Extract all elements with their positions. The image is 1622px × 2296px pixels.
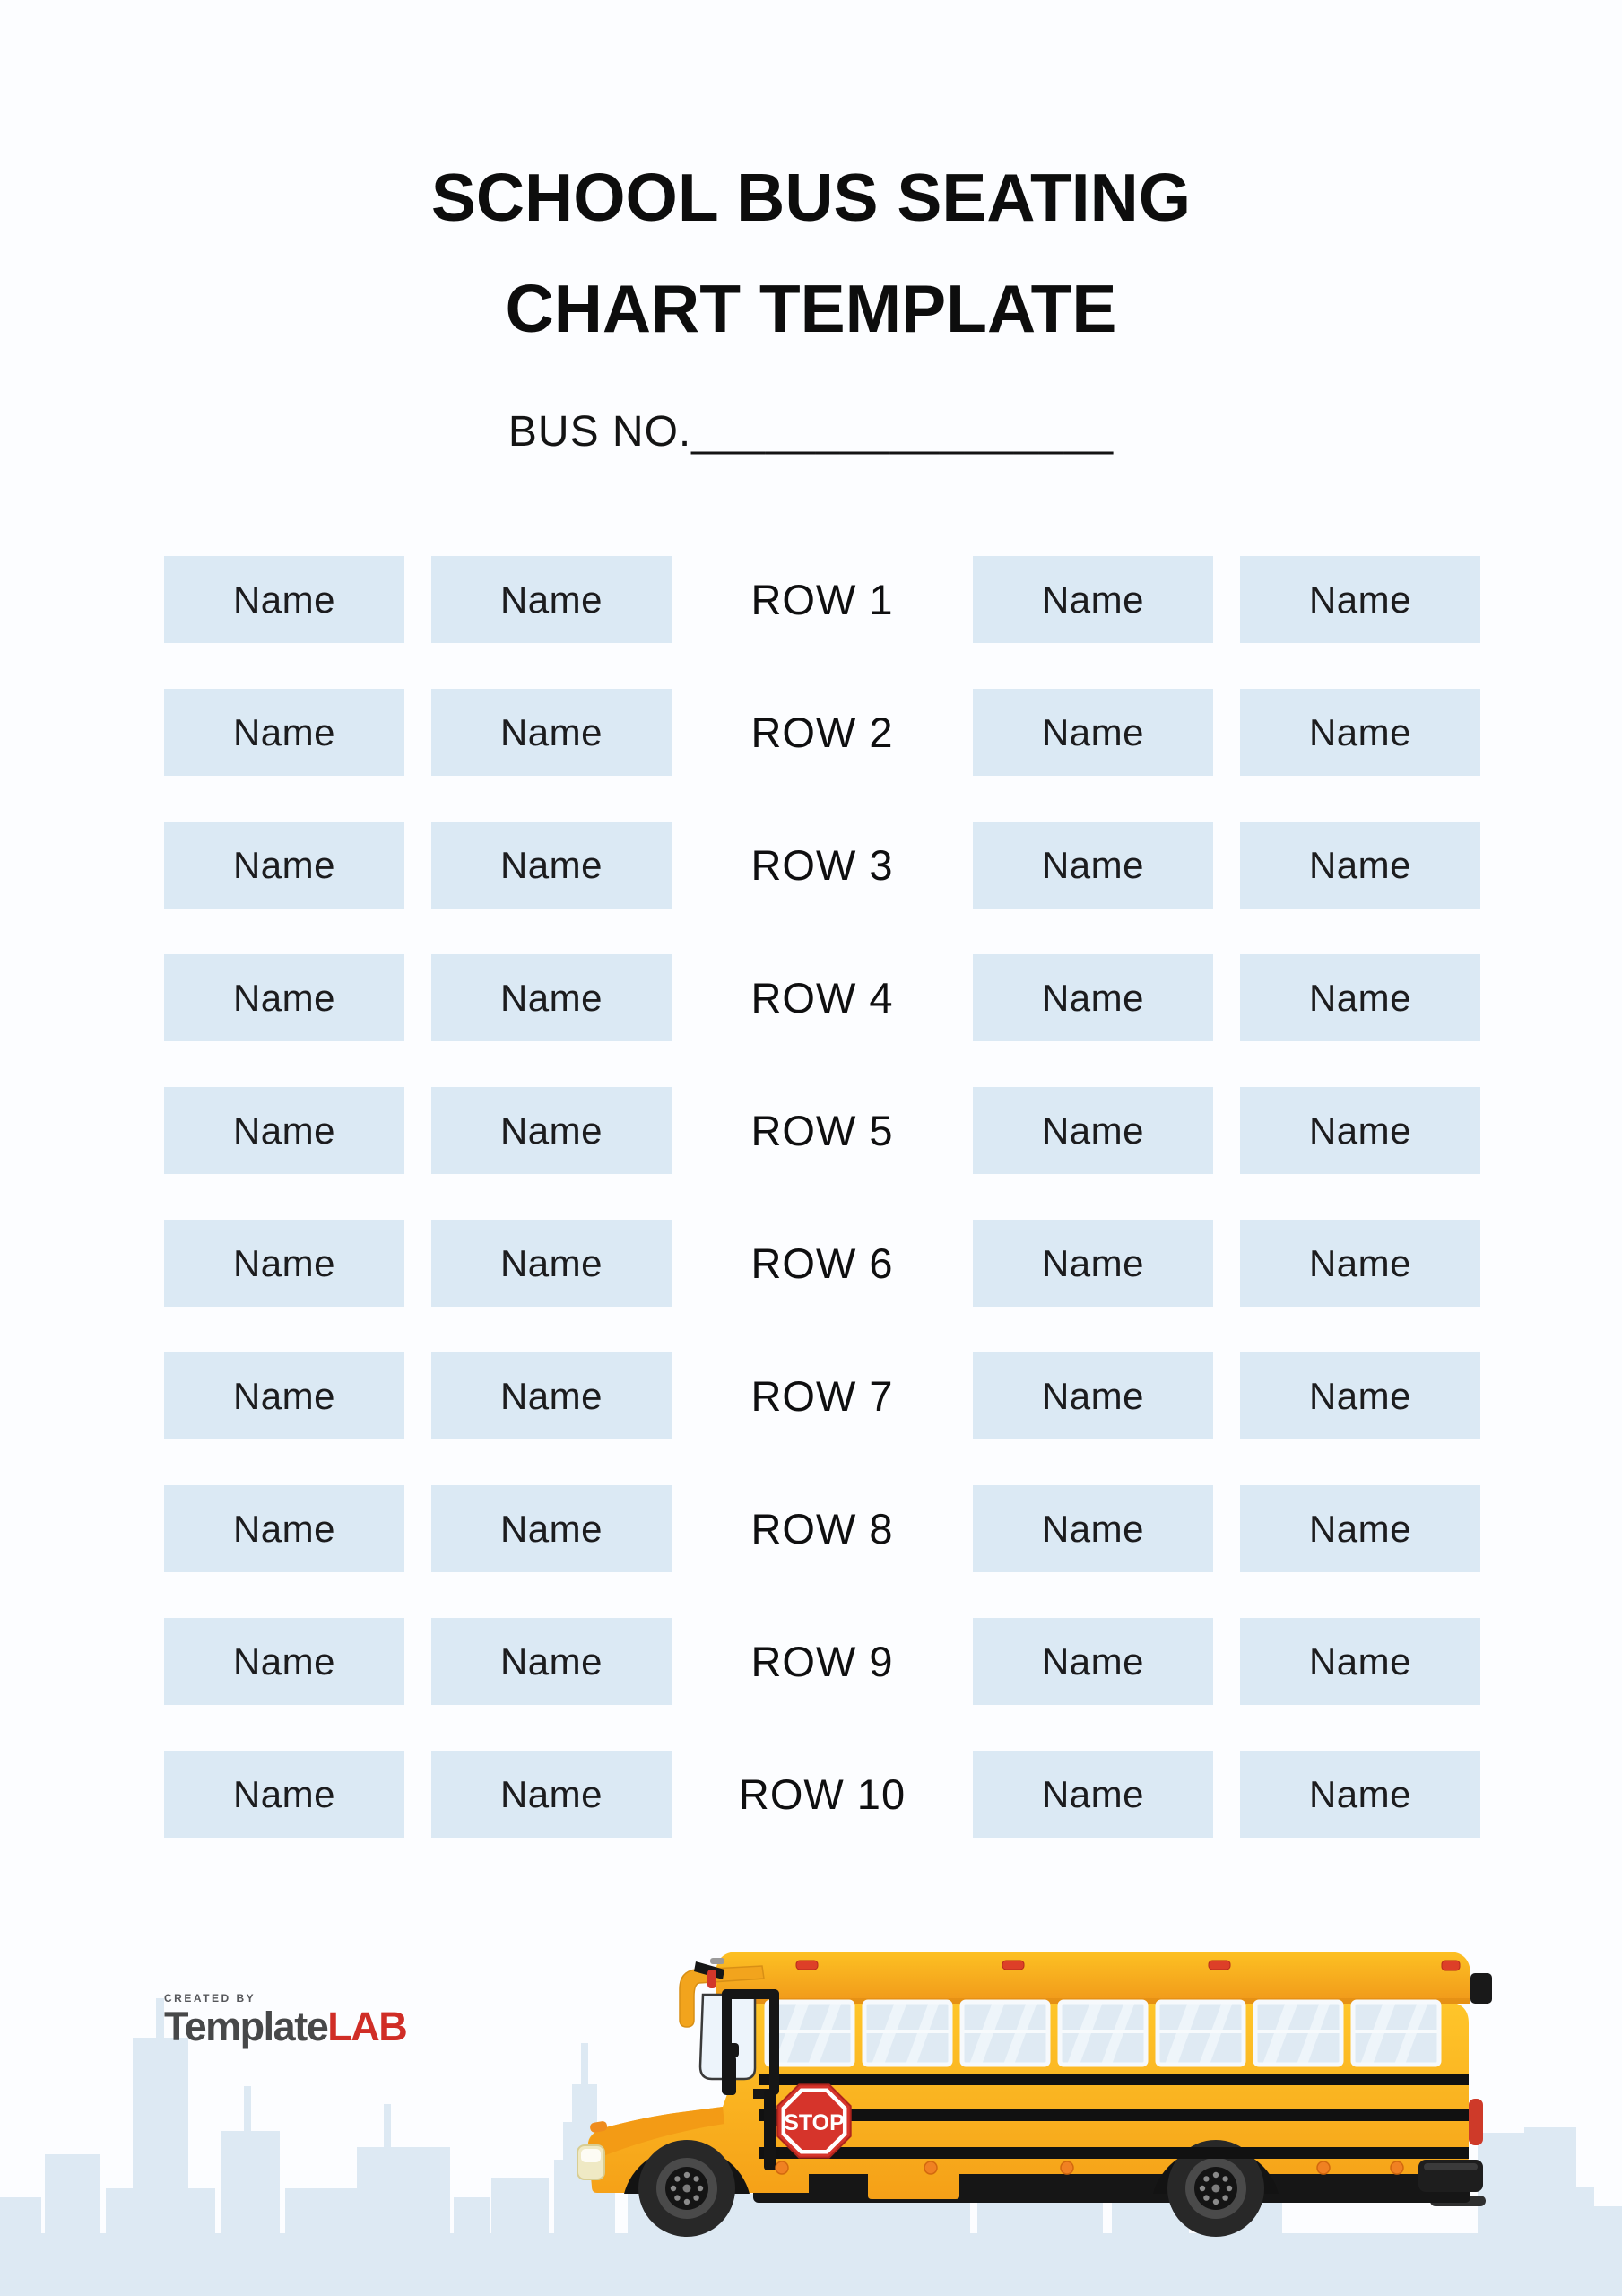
- seat-cell[interactable]: Name: [164, 1220, 404, 1307]
- clearance-lights: [775, 2161, 1404, 2175]
- seating-chart-grid: Name Name ROW 1 Name Name Name Name ROW …: [164, 556, 1480, 1838]
- seat-cell[interactable]: Name: [431, 1087, 672, 1174]
- seat-cell[interactable]: Name: [1240, 1618, 1480, 1705]
- page-title-line1: SCHOOL BUS SEATING: [430, 160, 1192, 235]
- seat-cell[interactable]: Name: [431, 556, 672, 643]
- row-label: ROW 3: [750, 841, 894, 889]
- logo-created-by: CREATED BY: [164, 1992, 256, 2005]
- seat-cell[interactable]: Name: [164, 556, 404, 643]
- city-skyline-silhouette: [0, 1998, 1622, 2296]
- seat-cell[interactable]: Name: [973, 1220, 1213, 1307]
- seat-cell[interactable]: Name: [973, 822, 1213, 909]
- seat-cell[interactable]: Name: [164, 689, 404, 776]
- seat-cell[interactable]: Name: [1240, 1751, 1480, 1838]
- seat-cell[interactable]: Name: [1240, 556, 1480, 643]
- seat-cell[interactable]: Name: [1240, 1087, 1480, 1174]
- seat-cell[interactable]: Name: [973, 1485, 1213, 1572]
- seat-cell[interactable]: Name: [164, 822, 404, 909]
- seat-cell[interactable]: Name: [164, 954, 404, 1041]
- seat-cell[interactable]: Name: [164, 1485, 404, 1572]
- svg-text:STOP: STOP: [784, 2110, 845, 2135]
- seat-cell[interactable]: Name: [1240, 689, 1480, 776]
- page-title: SCHOOL BUS SEATING CHART TEMPLATE: [0, 142, 1622, 364]
- row-label: ROW 2: [750, 709, 894, 756]
- seat-cell[interactable]: Name: [1240, 1220, 1480, 1307]
- row-label: ROW 8: [750, 1505, 894, 1552]
- seat-cell[interactable]: Name: [973, 1751, 1213, 1838]
- row-label: ROW 7: [750, 1372, 894, 1420]
- seat-cell[interactable]: Name: [431, 689, 672, 776]
- logo-brand-accent: LAB: [327, 2004, 407, 2049]
- tail-light: [1469, 2099, 1483, 2145]
- bus-number-blank-field[interactable]: _________________: [691, 408, 1115, 456]
- row-label: ROW 4: [750, 974, 894, 1022]
- seat-cell[interactable]: Name: [431, 822, 672, 909]
- logo-brand: TemplateLAB: [164, 2004, 408, 2049]
- templatelab-logo: CREATED BY TemplateLAB: [164, 1992, 408, 2049]
- seat-cell[interactable]: Name: [164, 1618, 404, 1705]
- seat-cell[interactable]: Name: [431, 1352, 672, 1439]
- logo-brand-primary: Template: [164, 2004, 329, 2049]
- row-label: ROW 1: [750, 576, 894, 623]
- row-label: ROW 10: [738, 1770, 906, 1818]
- stop-sign-icon: STOP: [764, 2083, 852, 2170]
- front-blinker: [590, 2121, 608, 2133]
- roof-marker-lights: [795, 1960, 1461, 1971]
- seat-cell[interactable]: Name: [164, 1751, 404, 1838]
- seat-cell[interactable]: Name: [1240, 1352, 1480, 1439]
- seat-cell[interactable]: Name: [431, 1618, 672, 1705]
- seat-cell[interactable]: Name: [973, 1087, 1213, 1174]
- seat-cell[interactable]: Name: [973, 1618, 1213, 1705]
- seat-cell[interactable]: Name: [973, 1352, 1213, 1439]
- bus-side-windows: [767, 2002, 1439, 2065]
- seat-cell[interactable]: Name: [973, 689, 1213, 776]
- seat-cell[interactable]: Name: [164, 1352, 404, 1439]
- seat-cell[interactable]: Name: [431, 954, 672, 1041]
- seat-cell[interactable]: Name: [973, 556, 1213, 643]
- seat-cell[interactable]: Name: [973, 954, 1213, 1041]
- row-label: ROW 5: [750, 1107, 894, 1154]
- seat-cell[interactable]: Name: [431, 1485, 672, 1572]
- row-label: ROW 6: [750, 1239, 894, 1287]
- bus-number-label: BUS NO.: [507, 408, 692, 456]
- seat-cell[interactable]: Name: [431, 1220, 672, 1307]
- seat-cell[interactable]: Name: [1240, 954, 1480, 1041]
- page-title-line2: CHART TEMPLATE: [505, 271, 1117, 346]
- school-bus-illustration: STOP: [577, 1952, 1492, 2237]
- row-label: ROW 9: [750, 1638, 894, 1685]
- seat-cell[interactable]: Name: [164, 1087, 404, 1174]
- seat-cell[interactable]: Name: [1240, 1485, 1480, 1572]
- mirror-arm: [679, 1965, 765, 2028]
- seat-cell[interactable]: Name: [431, 1751, 672, 1838]
- seat-cell[interactable]: Name: [1240, 822, 1480, 909]
- bus-number-line: BUS NO._________________: [0, 405, 1622, 459]
